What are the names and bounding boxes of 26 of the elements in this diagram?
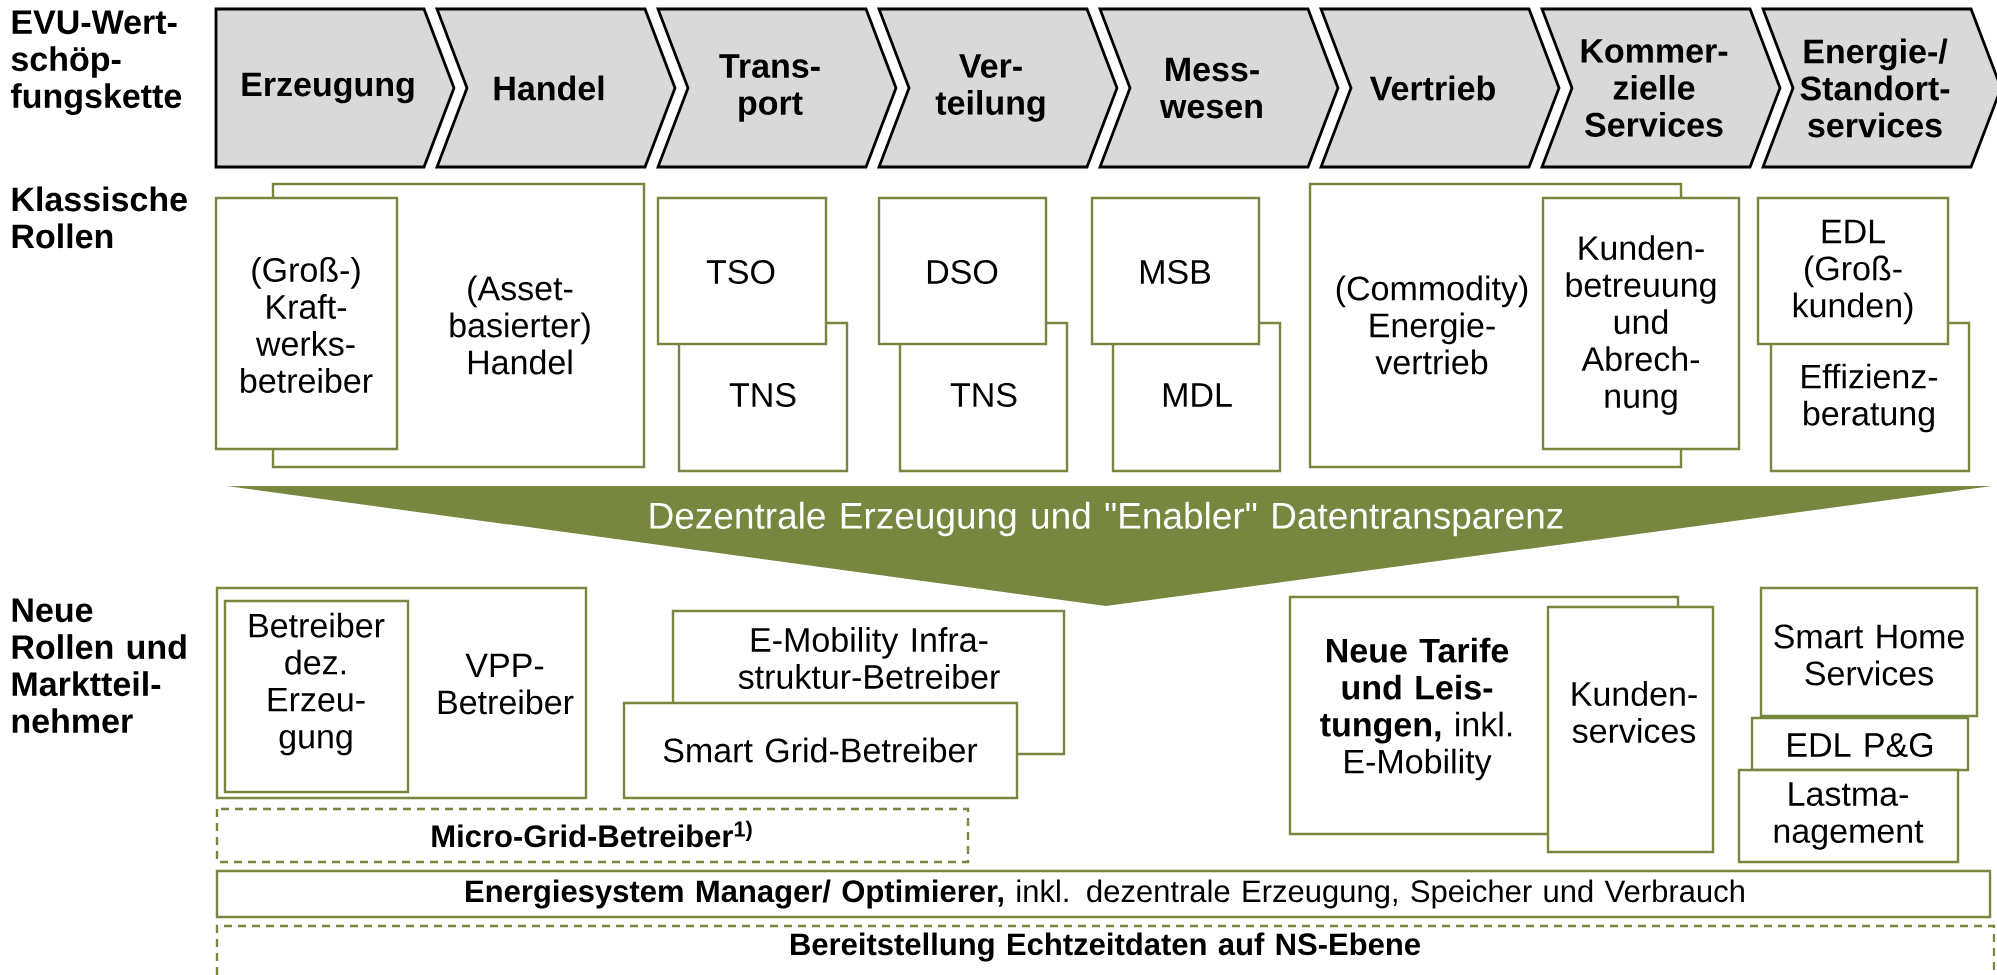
role-box: MSB [1090,196,1261,346]
role-box: Kunden- betreuung und Abrech- nung [1541,196,1741,451]
role-box: TSO [656,196,828,346]
value-chain-step: Energie-/ Standort- services [1761,7,1997,169]
value-chain-step: Vertrieb [1319,7,1561,169]
role-box: Smart Grid-Betreiber [622,701,1019,800]
role-box: Energiesystem Manager/ Optimierer, inkl. dezentrale Erzeugung, Speicher und Verbrauch [215,869,1992,919]
role-box: Betreiber dez. Erzeu- gung [223,599,410,794]
row-label: Neue Rollen und Marktteil- nehmer [12,598,186,734]
value-chain-step: Trans- port [656,7,898,169]
row-label: Klassische Rollen [12,186,187,249]
dashed-role-box: Micro-Grid-Betreiber$^{1)}$ [215,807,970,864]
row-label: EVU-Wert- schöp- fungskette [11,10,182,115]
role-box: Lastma- nagement [1737,768,1960,864]
role-box: EDL P&G [1750,716,1970,772]
node-label: Energie-/ Standort- services [1800,38,1950,138]
role-box: EDL (Groß- kunden) [1756,196,1950,346]
value-chain-step: Kommer- zielle Services [1540,7,1782,169]
role-box: DSO [877,196,1048,346]
value-chain-step: Erzeugung [214,7,456,169]
role-box: Kunden- services [1546,605,1715,854]
role-box: (Groß-) Kraft- werks- betreiber [214,196,399,451]
value-chain-step: Handel [435,7,677,169]
dashed-band: Bereitstellung Echtzeitdaten auf NS-Ebene [215,924,1996,975]
value-chain-step: Ver- teilung [877,7,1119,169]
value-chain-step: Mess- wesen [1098,7,1340,169]
